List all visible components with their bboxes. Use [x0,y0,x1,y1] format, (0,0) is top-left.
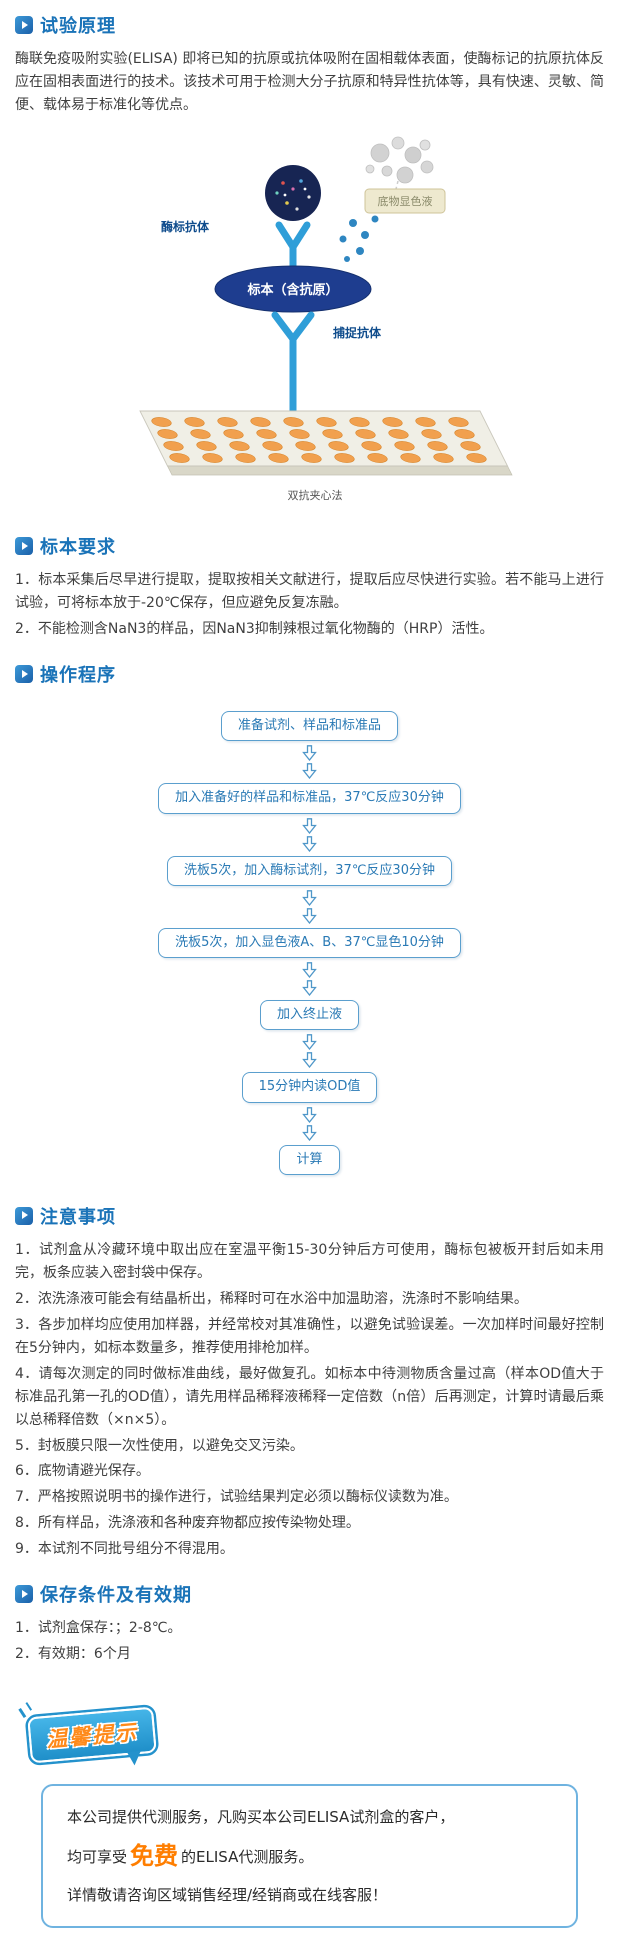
flow-step: 洗板5次，加入酶标试剂，37℃反应30分钟 [167,855,452,886]
flow-step: 加入终止液 [259,1000,359,1031]
flow-step: 15分钟内读OD值 [241,1072,378,1103]
principle-title-text: 试验原理 [40,16,116,37]
down-arrow-icon [302,763,317,780]
flow-arrow-down [302,741,317,783]
diagram-caption: 双抗夹心法 [287,488,342,502]
section-title-notes: 注意事项 [15,1203,604,1229]
warm-tips-text: 温馨提示 [45,1720,139,1753]
substrate-bubbles [365,136,433,184]
specimen-ellipse [214,265,371,313]
section-title-storage: 保存条件及有效期 [15,1581,604,1607]
warm-tips-banner: 温馨提示 [27,1706,157,1767]
capture-antibody-shape [271,311,314,417]
storage-item: 2．有效期：6个月 [15,1646,131,1663]
note-item: 4．请每次测定的同时做标准曲线，最好做复孔。如标本中待测物质含量过高（样本OD值… [15,1365,604,1428]
down-arrow-icon [302,908,317,924]
capture-antibody-label: 捕捉抗体 [333,325,382,340]
flow-arrow-down [302,814,317,856]
promo-line-3: 详情敬请咨询区域销售经理/经销商或在线客服！ [67,1886,388,1905]
flow-step: 计算 [279,1144,340,1175]
specimen-item: 1．标本采集后尽早进行提取，提取按相关文献进行，提取后应尽快进行实验。若不能马上… [15,572,604,612]
storage-title-text: 保存条件及有效期 [40,1585,192,1607]
banner-tail [123,1750,141,1767]
specimen-title-text: 标本要求 [40,537,116,559]
section-title-procedure: 操作程序 [15,661,604,687]
down-arrow-icon [302,980,317,997]
flow-step: 加入准备好的样品和标准品，37℃反应30分钟 [158,783,461,814]
elisa-diagram-svg: 底物显色液 酶标抗体 [138,136,513,502]
promo-line-2: 均可享受免费的ELISA代测服务。 [67,1832,552,1880]
antigen-dots [339,215,378,263]
section-marker-icon [15,537,33,556]
enzyme-antibody-shape [275,221,310,273]
down-arrow-icon [302,962,317,979]
note-item: 2．浓洗涤液可能会有结晶析出，稀释时可在水浴中加温助溶，洗涤时不影响结果。 [15,1290,528,1307]
note-item: 8．所有样品，洗涤液和各种废弃物都应按传染物处理。 [15,1515,360,1532]
microplate [138,410,513,476]
elisa-sandwich-diagram: 底物显色液 酶标抗体 [65,131,555,513]
section-marker-icon [15,16,33,34]
note-item: 1．试剂盒从冷藏环境中取出应在室温平衡15-30分钟后方可使用，酶标包被板开封后… [15,1241,604,1281]
flow-step: 洗板5次，加入显色液A、B、37℃显色10分钟 [158,927,461,959]
note-item: 7．严格按照说明书的操作进行，试验结果判定必须以酶标仪读数为准。 [15,1489,458,1506]
notes-title-text: 注意事项 [40,1206,116,1228]
note-item: 9．本试剂不同批号组分不得混用。 [15,1541,234,1558]
procedure-title-text: 操作程序 [40,665,116,687]
section-marker-icon [15,665,33,684]
specimen-label: 标本（含抗原） [246,282,338,298]
down-arrow-icon [302,745,317,762]
note-item: 6．底物请避光保存。 [15,1463,150,1480]
down-arrow-icon [302,817,317,834]
enzyme-antibody-label: 酶标抗体 [160,219,209,234]
plate-wells [150,417,487,464]
section-title-specimen: 标本要求 [15,533,604,559]
specimen-item: 2．不能检测含NaN3的样品，因NaN3抑制辣根过氧化物酶的（HRP）活性。 [15,621,494,638]
substrate-label-box [364,188,445,214]
promo-line-1: 本公司提供代测服务，凡购买本公司ELISA试剂盒的客户， [67,1808,455,1827]
section-marker-icon [15,1585,33,1604]
bubble-connector-line [394,181,399,190]
free-test-promo-box: 本公司提供代测服务，凡购买本公司ELISA试剂盒的客户， 均可享受免费的ELIS… [41,1784,578,1929]
down-arrow-icon [302,1034,317,1051]
down-arrow-icon [302,890,317,906]
flow-arrow-down [302,1103,317,1145]
down-arrow-icon [302,835,317,852]
note-item: 5．封板膜只限一次性使用，以避免交叉污染。 [15,1437,304,1454]
section-marker-icon [15,1206,33,1225]
flow-arrow-down [302,1030,317,1072]
promo-free-highlight: 免费 [130,1842,179,1871]
down-arrow-icon [302,1124,317,1141]
enzyme-sphere [264,165,321,222]
down-arrow-icon [302,1052,317,1069]
promo-line-2-prefix: 均可享受 [67,1848,128,1867]
procedure-flowchart: 准备试剂、样品和标准品 加入准备好的样品和标准品，37℃反应30分钟 洗板5次，… [15,711,604,1175]
note-item: 3．各步加样均应使用加样器，并经常校对其准确性，以避免试验误差。一次加样时间最好… [15,1316,604,1356]
flow-arrow-down [302,958,317,1000]
section-title-principle: 试验原理 [15,12,604,38]
flow-arrow-down [302,886,317,928]
down-arrow-icon [302,1106,317,1123]
flow-step: 准备试剂、样品和标准品 [220,711,398,742]
enzyme-sphere-specks [274,179,311,211]
promo-line-2-suffix: 的ELISA代测服务。 [181,1848,314,1867]
storage-item: 1．试剂盒保存：；2-8℃。 [15,1620,182,1637]
substrate-label: 底物显色液 [377,194,432,208]
principle-paragraph: 酶联免疫吸附实验(ELISA) 即将已知的抗原或抗体吸附在固相载体表面，使酶标记… [15,51,604,114]
